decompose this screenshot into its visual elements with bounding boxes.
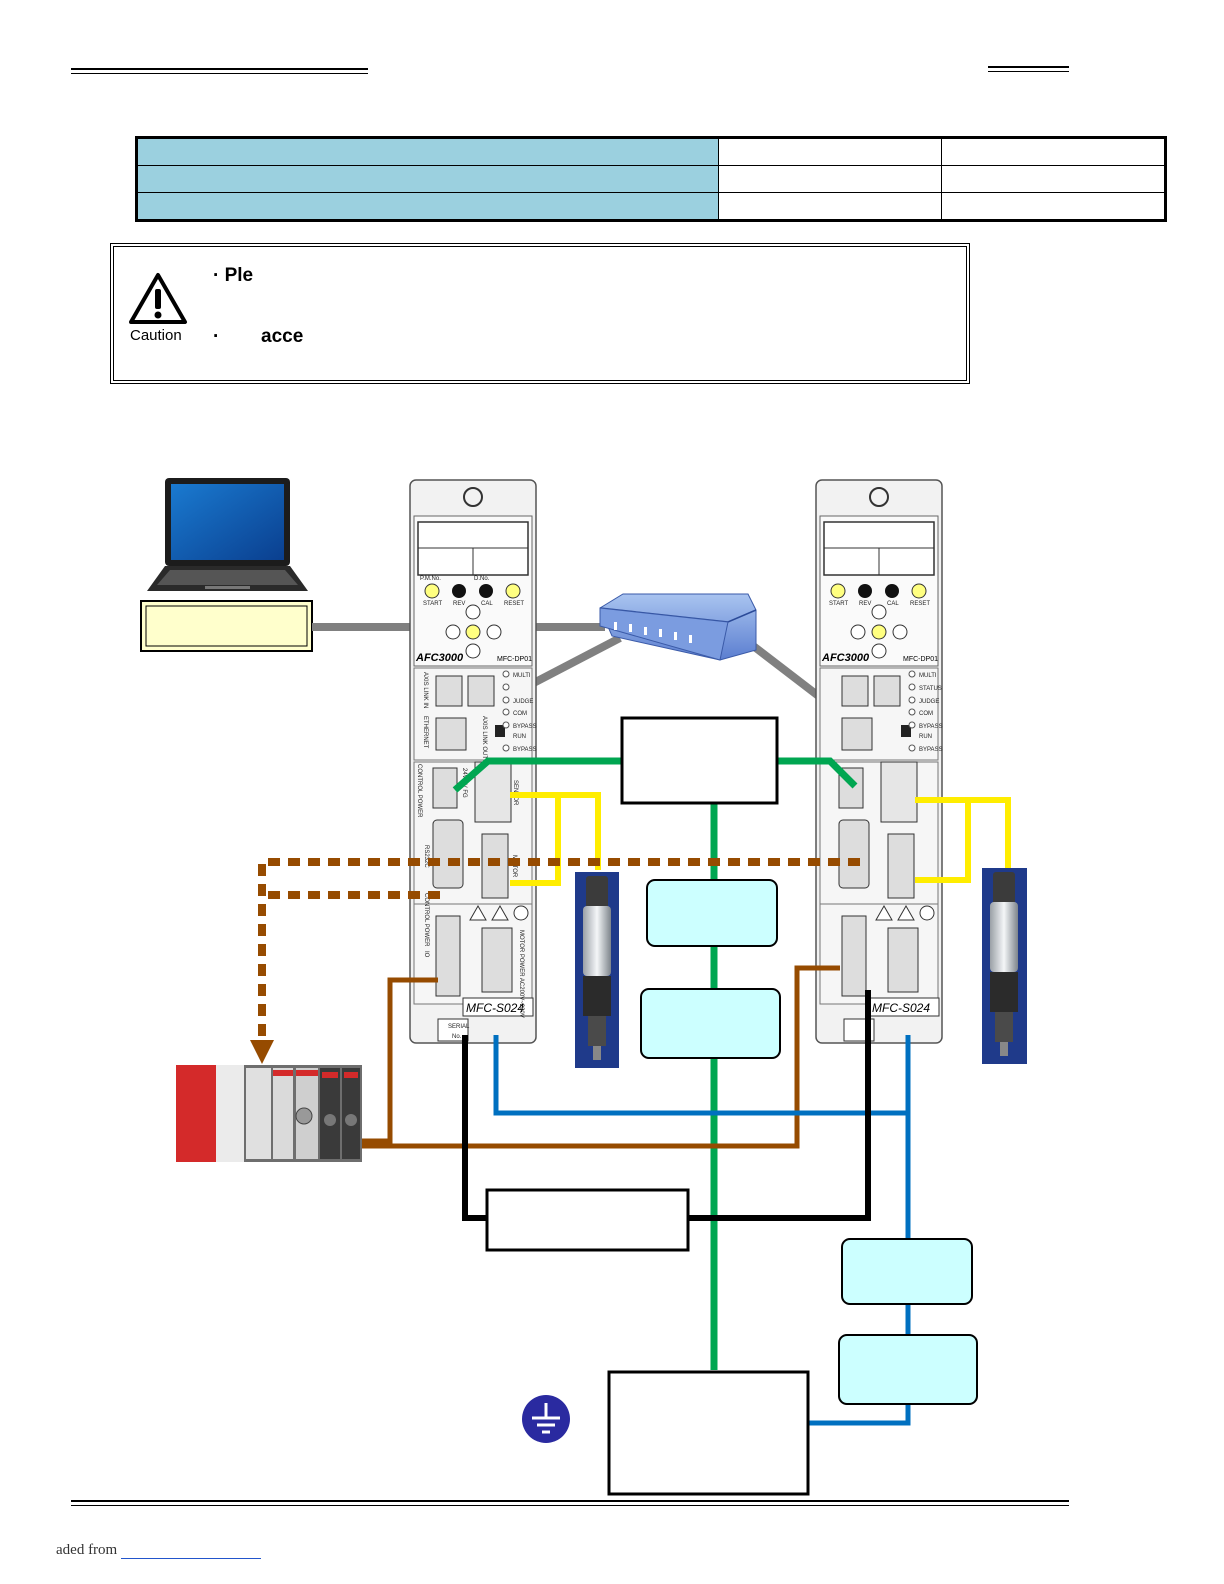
nutrunner-tool-right <box>982 868 1027 1064</box>
right-led-bypass2: BYPASS <box>919 747 943 753</box>
plc-unit <box>176 1065 362 1162</box>
right-led-run: RUN <box>919 734 932 740</box>
left-led-bypass: BYPASS <box>513 724 537 730</box>
left-control-power-2: CONTROL POWER <box>423 893 429 947</box>
dc-power-supply-box <box>485 1188 690 1252</box>
left-d-no: D.No. <box>474 576 490 582</box>
header-rule-right <box>988 66 1069 72</box>
controller-right <box>815 479 943 1044</box>
caution-label: Caution <box>130 327 182 344</box>
left-ethernet: ETHERNET <box>422 716 428 749</box>
controller-left <box>409 479 537 1044</box>
warning-icon <box>129 273 187 324</box>
caution-box <box>110 243 970 384</box>
table-row <box>136 192 1166 221</box>
arrow-down-icon <box>250 1040 274 1064</box>
footer-text: aded from <box>56 1542 262 1559</box>
green-line-box-2 <box>640 988 781 1059</box>
left-brand: AFC3000 <box>415 652 464 664</box>
ground-icon <box>522 1395 570 1443</box>
left-btn-cal: CAL <box>481 601 493 607</box>
right-led-multi: MULTI <box>919 673 937 679</box>
left-model: MFC-DP01 <box>497 656 532 663</box>
left-led-multi: MULTI <box>513 673 531 679</box>
breaker-box-2 <box>838 1334 978 1405</box>
footer-text-label: aded from <box>56 1542 118 1558</box>
left-led-com: COM <box>513 711 527 717</box>
left-led-bypass2: BYPASS <box>513 747 537 753</box>
left-motor: MOTOR <box>511 855 517 878</box>
left-serial: SERIAL <box>448 1024 470 1030</box>
ethernet-cables <box>312 623 858 728</box>
left-led-run: RUN <box>513 734 526 740</box>
rs232c-cables <box>258 858 860 1040</box>
caution-bullet-2: acce <box>261 326 304 347</box>
right-btn-rev: REV <box>859 601 871 607</box>
left-pm-no: P.M.No. <box>420 576 441 582</box>
left-btn-start: START <box>423 601 442 607</box>
left-btn-reset: RESET <box>504 601 524 607</box>
spec-table <box>135 136 1167 222</box>
footer-rule <box>71 1500 1069 1506</box>
left-btn-rev: REV <box>453 601 465 607</box>
left-io: IO <box>423 951 429 958</box>
table-row <box>136 165 1166 193</box>
nutrunner-tool-left <box>575 872 619 1068</box>
right-brand: AFC3000 <box>821 652 870 664</box>
sensor-motor-cables <box>510 792 1011 886</box>
green-line-box-1 <box>646 879 778 947</box>
caution-bullet-1: · Ple <box>213 265 254 286</box>
right-led-com: COM <box>919 711 933 717</box>
ethernet-hub <box>599 593 757 661</box>
right-servo-model: MFC-S024 <box>872 1001 930 1015</box>
pc-label-box-inner <box>145 605 308 647</box>
right-led-judge: JUDGE <box>919 699 939 705</box>
right-btn-start: START <box>829 601 848 607</box>
breaker-box-1 <box>841 1238 973 1305</box>
right-btn-cal: CAL <box>887 601 899 607</box>
left-servo-model: MFC-S024 <box>466 1001 524 1015</box>
left-no: No. <box>452 1034 462 1040</box>
left-motor-power: MOTOR POWER AC200V~230V <box>518 930 524 1018</box>
pc-label-box <box>140 600 313 652</box>
caution-bullet-2-mark: · <box>213 326 220 347</box>
right-btn-reset: RESET <box>910 601 930 607</box>
left-led-judge: JUDGE <box>513 699 533 705</box>
right-led-bypass: BYPASS <box>919 724 943 730</box>
table-row <box>136 137 1166 166</box>
laptop-pc <box>147 478 308 591</box>
power-cables <box>493 1035 911 1426</box>
io-cables <box>362 965 840 1149</box>
right-model: MFC-DP01 <box>903 656 938 663</box>
left-control-power: CONTROL POWER <box>416 764 422 818</box>
left-axis-link-in: AXIS LINK IN <box>422 672 428 708</box>
left-rs232c: RS232C <box>423 845 429 868</box>
right-led-status: STATUS <box>919 686 942 692</box>
header-rule-left <box>71 68 368 74</box>
footer-link[interactable] <box>121 1544 262 1559</box>
left-axis-link-out: AXIS LINK OUT <box>481 716 487 759</box>
main-power-box <box>607 1370 810 1496</box>
control-power-cables <box>462 990 871 1221</box>
ground-terminal-box <box>620 716 779 805</box>
